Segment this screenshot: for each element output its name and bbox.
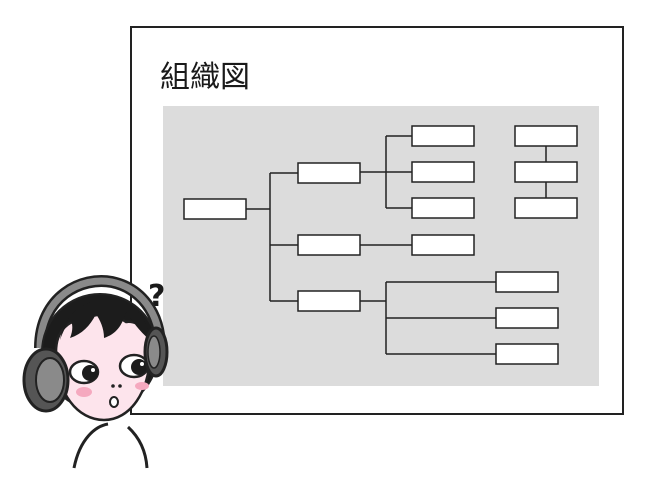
org-node-chain: [514, 161, 578, 183]
org-node-level2: [495, 271, 559, 293]
left-cheek: [76, 387, 92, 397]
slide-title: 組織図: [160, 60, 250, 95]
org-node-level2: [411, 197, 475, 219]
org-node-chain: [514, 197, 578, 219]
org-node-level2: [495, 343, 559, 365]
character-shoulder-left: [72, 422, 109, 469]
nose-dot-right: [118, 384, 122, 388]
character-avatar: [22, 275, 169, 469]
right-eye-highlight: [140, 362, 144, 366]
left-eye-highlight: [91, 368, 95, 372]
org-node-level2: [411, 234, 475, 256]
character-shoulder-right: [126, 425, 149, 469]
right-cheek: [135, 382, 149, 390]
mouth: [109, 396, 119, 408]
org-chart-background: [163, 106, 599, 386]
left-pupil: [82, 365, 98, 381]
org-chart: [163, 106, 599, 386]
org-node-root: [183, 198, 247, 220]
right-earcup-pad: [147, 335, 161, 369]
bangs: [60, 299, 150, 340]
org-node-level2: [411, 161, 475, 183]
org-node-level1: [297, 162, 361, 184]
org-node-level2: [495, 307, 559, 329]
org-node-level1: [297, 290, 361, 312]
connector-lines: [246, 135, 547, 355]
org-node-chain: [514, 125, 578, 147]
org-node-level2: [411, 125, 475, 147]
left-earcup-pad: [35, 357, 65, 403]
headband: [36, 277, 164, 349]
nose-dot-left: [111, 384, 115, 388]
org-node-level1: [297, 234, 361, 256]
